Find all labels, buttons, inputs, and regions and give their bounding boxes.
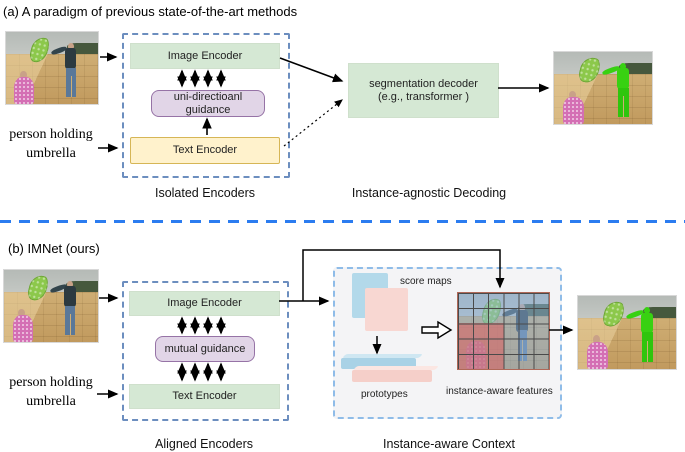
instance-agnostic-caption: Instance-agnostic Decoding [351,186,507,200]
legs-shape [66,67,76,97]
hollow-block-arrow-icon [421,320,453,340]
segmentation-decoder-line1: segmentation decoder [369,77,478,90]
bidirectional-arrows-a-top [177,69,226,88]
instance-aware-context-caption: Instance-aware Context [382,437,515,451]
child-body-shape [14,77,35,104]
torso-shape [640,312,654,334]
torso-shape [65,48,77,69]
arrow-image-encoder-to-decoder [279,57,344,83]
aligned-encoders-caption: Aligned Encoders [155,437,253,451]
score-maps-label: score maps [400,276,452,287]
person-shape [50,42,84,99]
aligned-encoders-box [122,281,289,421]
prototypes-label: prototypes [361,389,408,400]
prototype-bar-blue [341,358,416,369]
score-map-pink [365,288,408,331]
section-b-title: (b) IMNet (ours) [8,241,100,256]
elbow-arrow-features-skip-connection [302,249,505,301]
guidance-node-b: mutual guidance [155,336,255,362]
section-a-title: (a) A paradigm of previous state-of-the-… [3,4,298,19]
segmented-person-shape [601,62,637,119]
child-body-shape [586,342,609,369]
child-shape [12,70,37,104]
text-query-a-line2: umbrella [26,146,76,161]
text-query-b: person holding umbrella [0,373,102,411]
text-encoder-b: Text Encoder [129,384,280,409]
child-body-shape [12,315,33,342]
segmentation-decoder-node: segmentation decoder (e.g., transformer … [348,63,499,118]
isolated-encoders-caption: Isolated Encoders [154,186,256,200]
child-shape [561,90,587,124]
guidance-node-a: uni-directioanl guidance [151,90,265,117]
child-head-shape [568,90,577,100]
input-photo-a [5,31,99,105]
bidirectional-arrows-b-bottom [177,362,226,382]
text-query-a-line1: person holding [9,127,93,142]
section-divider [0,220,685,223]
child-head-shape [18,308,26,318]
legs-shape [618,87,629,117]
input-photo-b [3,269,99,343]
isolated-encoders-box [122,33,290,178]
dashed-arrow-text-encoder-to-decoder [283,99,343,147]
person-shape [49,280,84,337]
output-photo-a [553,51,653,125]
text-encoder-a: Text Encoder [130,137,280,164]
child-head-shape [592,335,601,345]
torso-shape [616,68,630,89]
text-query-a: person holding umbrella [0,125,102,163]
legs-shape [642,331,653,362]
child-head-shape [19,70,27,80]
instance-aware-features-label: instance-aware features [446,386,553,397]
head-shape [67,280,74,288]
segmentation-decoder-line2: (e.g., transformer ) [377,90,470,103]
child-body-shape [562,97,585,124]
head-shape [644,306,651,314]
text-query-b-line2: umbrella [26,394,76,409]
grid-lines-overlay [458,293,549,369]
segmented-person-shape [625,306,661,364]
legs-shape [65,305,76,335]
child-shape [11,308,36,342]
prototype-bar-pink [352,370,432,382]
torso-shape [64,286,76,307]
output-photo-b [577,295,677,370]
head-shape [67,42,74,50]
bidirectional-arrows-b-top [177,316,226,335]
head-shape [620,62,627,70]
image-encoder-a: Image Encoder [130,43,280,69]
child-shape [585,335,611,369]
text-query-b-line1: person holding [9,375,93,390]
instance-aware-feature-grid [457,292,550,370]
image-encoder-b: Image Encoder [129,291,280,316]
